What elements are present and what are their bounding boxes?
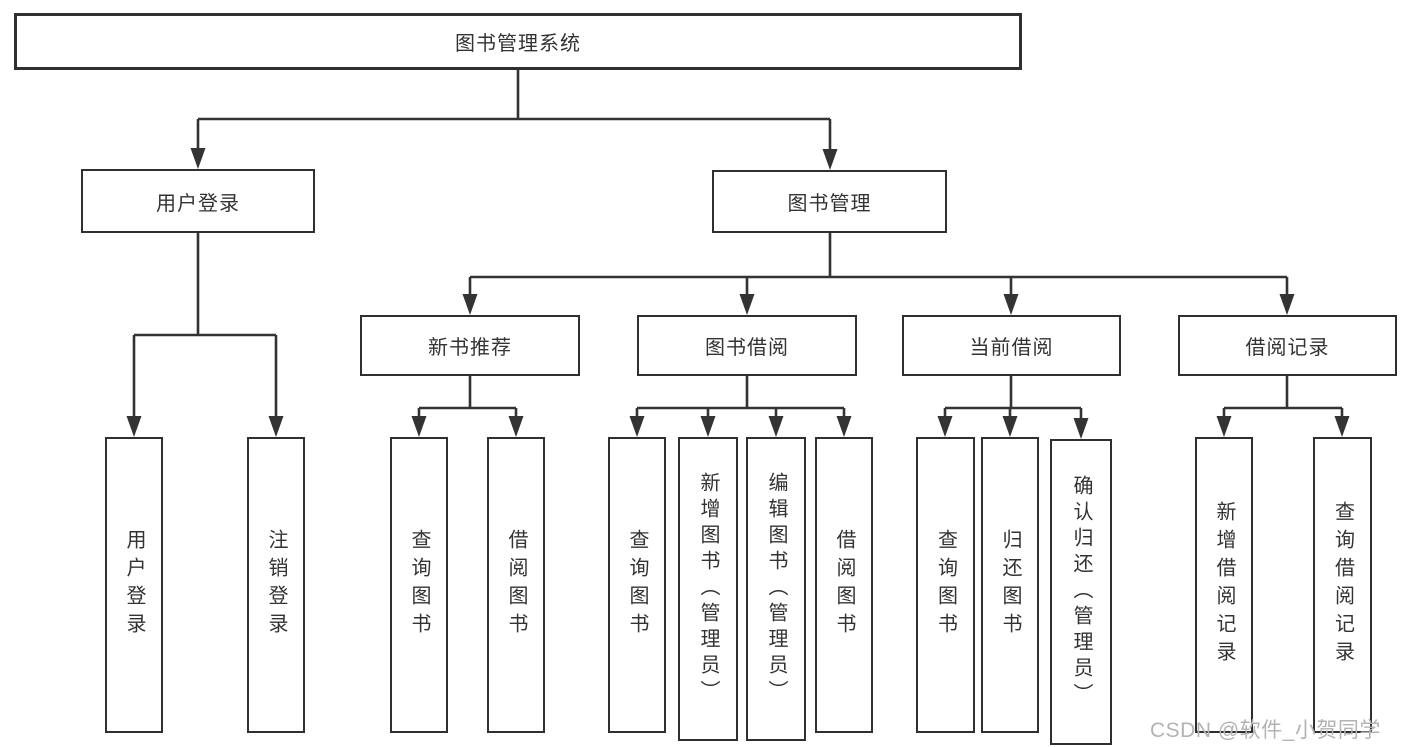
leaf-add-book-admin: 新增图书（管理员） [678, 437, 738, 741]
leaf-query-books-1-label: 查询图书 [408, 529, 430, 641]
node-user-login-label: 用户登录 [156, 192, 240, 215]
leaf-query-borrow-record-label: 查询借阅记录 [1331, 501, 1354, 669]
node-book-borrowing-label: 图书借阅 [705, 337, 789, 359]
leaf-query-books-2: 查询图书 [608, 437, 666, 733]
leaf-query-books-3-label: 查询图书 [934, 529, 957, 641]
leaf-query-borrow-record: 查询借阅记录 [1313, 437, 1372, 733]
node-borrowing-records: 借阅记录 [1178, 315, 1397, 376]
node-borrowing-records-label: 借阅记录 [1245, 337, 1330, 359]
node-root: 图书管理系统 [14, 13, 1022, 70]
csdn-watermark: CSDN @软件_小贺同学 [1150, 719, 1381, 742]
leaf-query-books-2-label: 查询图书 [626, 529, 648, 641]
leaf-add-borrow-record: 新增借阅记录 [1195, 437, 1253, 733]
leaf-edit-book-admin: 编辑图书（管理员） [746, 437, 806, 741]
node-user-login: 用户登录 [81, 169, 315, 233]
leaf-borrow-books-1: 借阅图书 [487, 437, 545, 733]
leaf-return-books: 归还图书 [981, 437, 1039, 733]
node-book-management: 图书管理 [712, 170, 947, 233]
node-root-label: 图书管理系统 [455, 33, 581, 55]
leaf-query-books-3: 查询图书 [916, 437, 975, 733]
leaf-edit-book-admin-label: 编辑图书（管理员） [765, 472, 787, 706]
leaf-confirm-return-admin: 确认归还（管理员） [1050, 439, 1112, 745]
leaf-user-login: 用户登录 [105, 437, 163, 733]
node-new-book-recommend-label: 新书推荐 [428, 337, 512, 359]
leaf-confirm-return-admin-label: 确认归还（管理员） [1070, 475, 1092, 709]
node-new-book-recommend: 新书推荐 [360, 315, 580, 376]
leaf-user-login-label: 用户登录 [123, 529, 145, 641]
node-current-borrowing: 当前借阅 [902, 315, 1121, 376]
node-book-borrowing: 图书借阅 [637, 315, 857, 376]
leaf-logout-label: 注销登录 [265, 529, 287, 641]
leaf-query-books-1: 查询图书 [390, 437, 448, 733]
node-book-management-label: 图书管理 [787, 193, 872, 215]
leaf-add-borrow-record-label: 新增借阅记录 [1213, 501, 1235, 669]
leaf-borrow-books-1-label: 借阅图书 [505, 529, 527, 641]
arrowheads [126, 148, 1350, 439]
leaf-borrow-books-2: 借阅图书 [815, 437, 873, 733]
leaf-return-books-label: 归还图书 [999, 529, 1021, 641]
leaf-add-book-admin-label: 新增图书（管理员） [697, 472, 719, 706]
node-current-borrowing-label: 当前借阅 [969, 337, 1054, 359]
leaf-logout: 注销登录 [247, 437, 305, 733]
leaf-borrow-books-2-label: 借阅图书 [833, 529, 855, 641]
